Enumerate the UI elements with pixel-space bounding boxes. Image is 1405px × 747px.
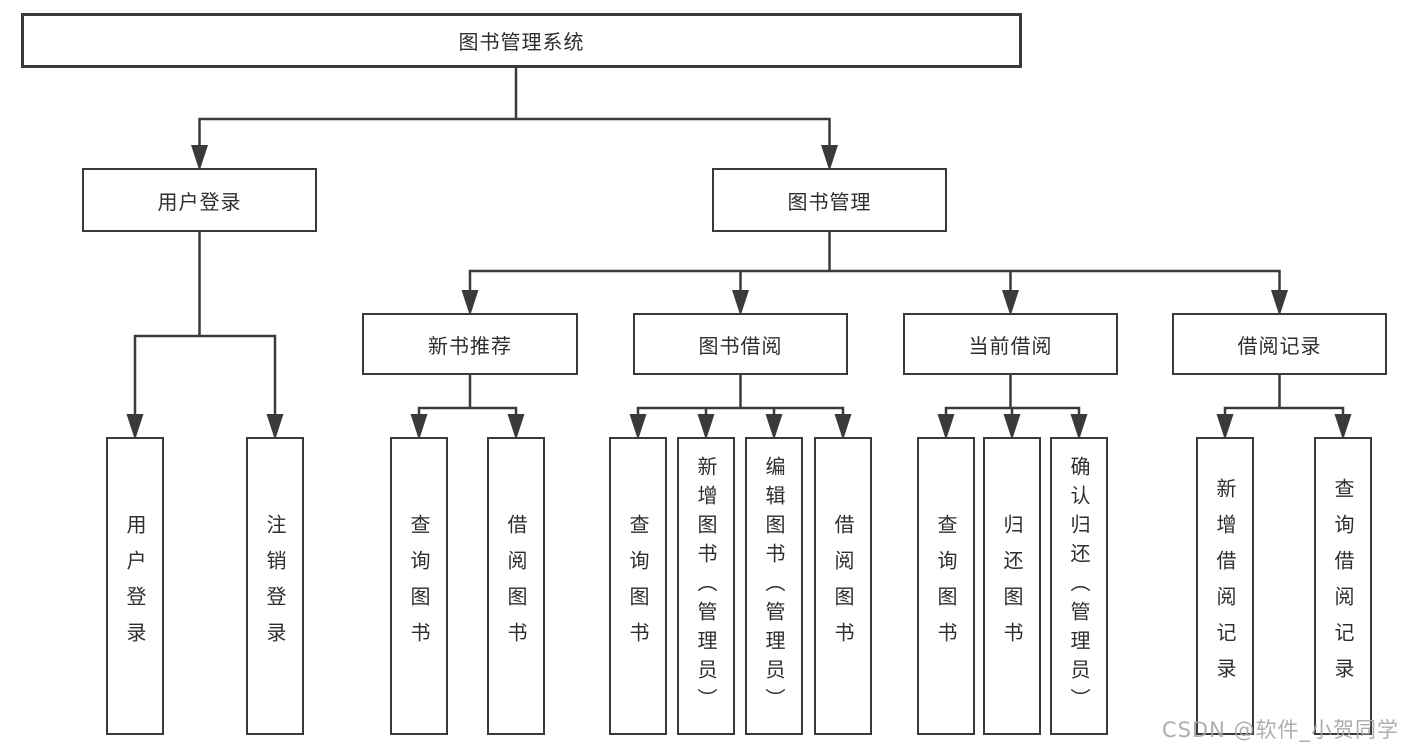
arrowhead: [732, 290, 749, 316]
arrowhead: [266, 414, 284, 440]
connector-currentborrow-to-leaves: [944, 375, 1081, 416]
leaf-query-borrow-record-label: 查询借阅记录: [1331, 478, 1355, 694]
arrowhead: [1271, 290, 1288, 316]
arrowhead: [1334, 414, 1352, 440]
connector-borrowrecords-to-leaves: [1223, 375, 1345, 416]
leaf-logout: 注销登录: [246, 437, 304, 735]
leaf-confirm-return-admin: 确认归还（管理员）: [1050, 437, 1108, 735]
arrowhead: [765, 414, 783, 440]
leaf-query-books-current: 查询图书: [917, 437, 975, 735]
arrowhead: [937, 414, 955, 440]
leaf-query-books-recommend-label: 查询图书: [407, 514, 431, 658]
connector-newbookrec-to-leaves: [417, 375, 518, 416]
leaf-query-books-borrow: 查询图书: [609, 437, 667, 735]
leaf-query-borrow-record: 查询借阅记录: [1314, 437, 1372, 735]
leaf-add-books-admin-label: 新增图书（管理员）: [694, 455, 718, 717]
leaf-user-login-label: 用户登录: [123, 514, 147, 658]
leaf-borrow-books: 借阅图书: [814, 437, 872, 735]
leaf-borrow-books-recommend: 借阅图书: [487, 437, 545, 735]
node-user-login-branch-label: 用户登录: [157, 189, 242, 214]
arrowhead: [629, 414, 647, 440]
arrowhead: [410, 414, 428, 440]
node-book-borrowing: 图书借阅: [633, 313, 848, 375]
leaf-logout-label: 注销登录: [263, 514, 287, 658]
leaf-borrow-books-recommend-label: 借阅图书: [504, 514, 528, 658]
watermark-text: CSDN @软件_小贺同学: [1161, 718, 1399, 742]
leaf-query-books-current-label: 查询图书: [934, 514, 958, 658]
node-user-login-branch: 用户登录: [82, 168, 317, 232]
leaf-return-books-label: 归还图书: [1000, 514, 1024, 658]
leaf-add-borrow-record: 新增借阅记录: [1196, 437, 1254, 735]
arrowhead: [834, 414, 852, 440]
node-current-borrowing-label: 当前借阅: [968, 333, 1053, 358]
arrowhead: [507, 414, 525, 440]
node-book-borrowing-label: 图书借阅: [698, 333, 783, 358]
leaf-confirm-return-admin-label: 确认归还（管理员）: [1067, 455, 1091, 717]
node-new-book-recommend: 新书推荐: [362, 313, 578, 375]
arrowhead: [191, 145, 208, 171]
leaf-return-books: 归还图书: [983, 437, 1041, 735]
arrowhead: [1070, 414, 1088, 440]
leaf-add-borrow-record-label: 新增借阅记录: [1213, 478, 1237, 694]
leaf-query-books-recommend: 查询图书: [390, 437, 448, 735]
node-root-label: 图书管理系统: [458, 30, 585, 54]
arrowhead: [461, 290, 479, 316]
leaf-user-login: 用户登录: [106, 437, 164, 735]
node-root: 图书管理系统: [21, 13, 1022, 68]
connector-bookmgmt-to-level3: [468, 232, 1281, 292]
connector-bookborrow-to-leaves: [636, 375, 845, 416]
node-new-book-recommend-label: 新书推荐: [428, 333, 512, 358]
arrowhead: [1002, 290, 1019, 316]
leaf-edit-books-admin: 编辑图书（管理员）: [745, 437, 803, 735]
arrowhead: [1216, 414, 1234, 440]
node-borrowing-records-label: 借阅记录: [1237, 333, 1322, 358]
node-book-management: 图书管理: [712, 168, 947, 232]
leaf-query-books-borrow-label: 查询图书: [626, 514, 650, 658]
leaf-borrow-books-label: 借阅图书: [831, 514, 855, 658]
node-book-management-label: 图书管理: [787, 189, 872, 214]
node-borrowing-records: 借阅记录: [1172, 313, 1387, 375]
arrowhead: [126, 414, 144, 440]
leaf-add-books-admin: 新增图书（管理员）: [677, 437, 735, 735]
arrowhead: [821, 145, 838, 171]
node-current-borrowing: 当前借阅: [903, 313, 1118, 375]
arrowhead: [697, 414, 715, 440]
connector-root-to-level2: [198, 68, 831, 148]
connector-userlogin-to-leaves: [133, 232, 277, 415]
arrowhead: [1003, 414, 1021, 440]
leaf-edit-books-admin-label: 编辑图书（管理员）: [762, 455, 786, 717]
